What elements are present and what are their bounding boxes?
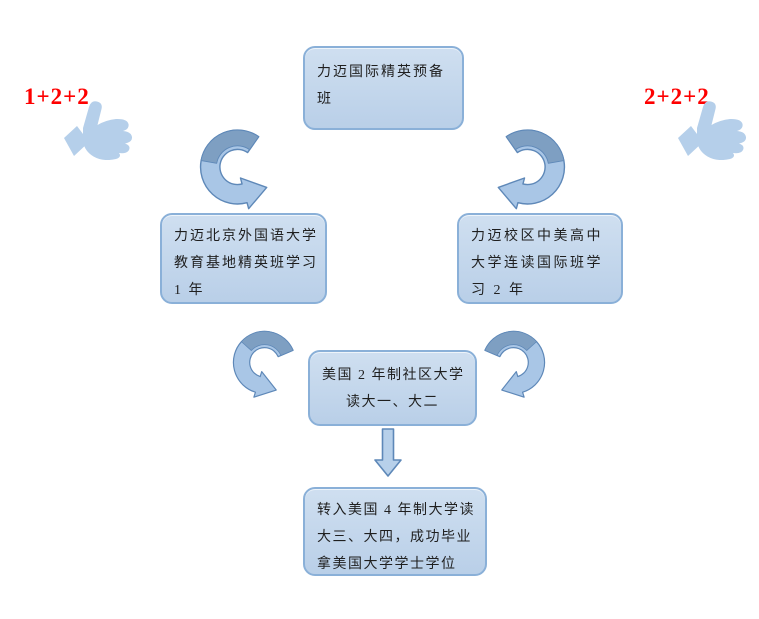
flow-box-text: 力迈国际精英预备 xyxy=(317,65,445,80)
flow-box-text: 大学连读国际班学 xyxy=(471,256,603,271)
flow-box-text: 力迈北京外国语大学 xyxy=(174,229,318,244)
flow-box-text: 教育基地精英班学习 xyxy=(174,256,318,271)
flow-box-text: 读大一、大二 xyxy=(346,395,439,410)
formula-left-label: 1+2+2 xyxy=(24,84,90,109)
curved-arrow-left-to-middle-icon xyxy=(212,307,321,421)
down-arrow-icon xyxy=(374,428,402,478)
flow-box-text: 习 2 年 xyxy=(471,283,526,298)
flow-box-campus-intl: 力迈校区中美高中 大学连读国际班学 习 2 年 xyxy=(457,213,623,304)
curved-arrow-right-to-middle-icon xyxy=(456,307,565,421)
flow-box-text: 力迈校区中美高中 xyxy=(471,229,603,244)
curved-arrow-top-to-right-icon xyxy=(480,118,568,216)
flow-box-text: 美国 2 年制社区大学 xyxy=(322,368,465,383)
curved-arrow-top-to-left-icon xyxy=(197,118,285,216)
flow-box-text: 拿美国大学学士学位 xyxy=(317,557,457,572)
flow-box-bachelor-degree: 转入美国 4 年制大学读 大三、大四，成功毕业 拿美国大学学士学位 xyxy=(303,487,487,576)
flow-box-preparatory-class: 力迈国际精英预备 班 xyxy=(303,46,464,130)
flow-box-beijing-base: 力迈北京外国语大学 教育基地精英班学习 1 年 xyxy=(160,213,327,304)
thumbs-up-icon xyxy=(672,98,754,160)
flow-box-text: 班 xyxy=(317,92,333,107)
formula-right-label: 2+2+2 xyxy=(644,84,710,109)
flow-box-text: 大三、大四，成功毕业 xyxy=(317,530,472,545)
flow-box-community-college: 美国 2 年制社区大学 读大一、大二 xyxy=(308,350,477,426)
flow-box-text: 转入美国 4 年制大学读 xyxy=(317,503,475,518)
flow-box-text: 1 年 xyxy=(174,283,205,298)
thumbs-up-icon xyxy=(58,98,140,160)
